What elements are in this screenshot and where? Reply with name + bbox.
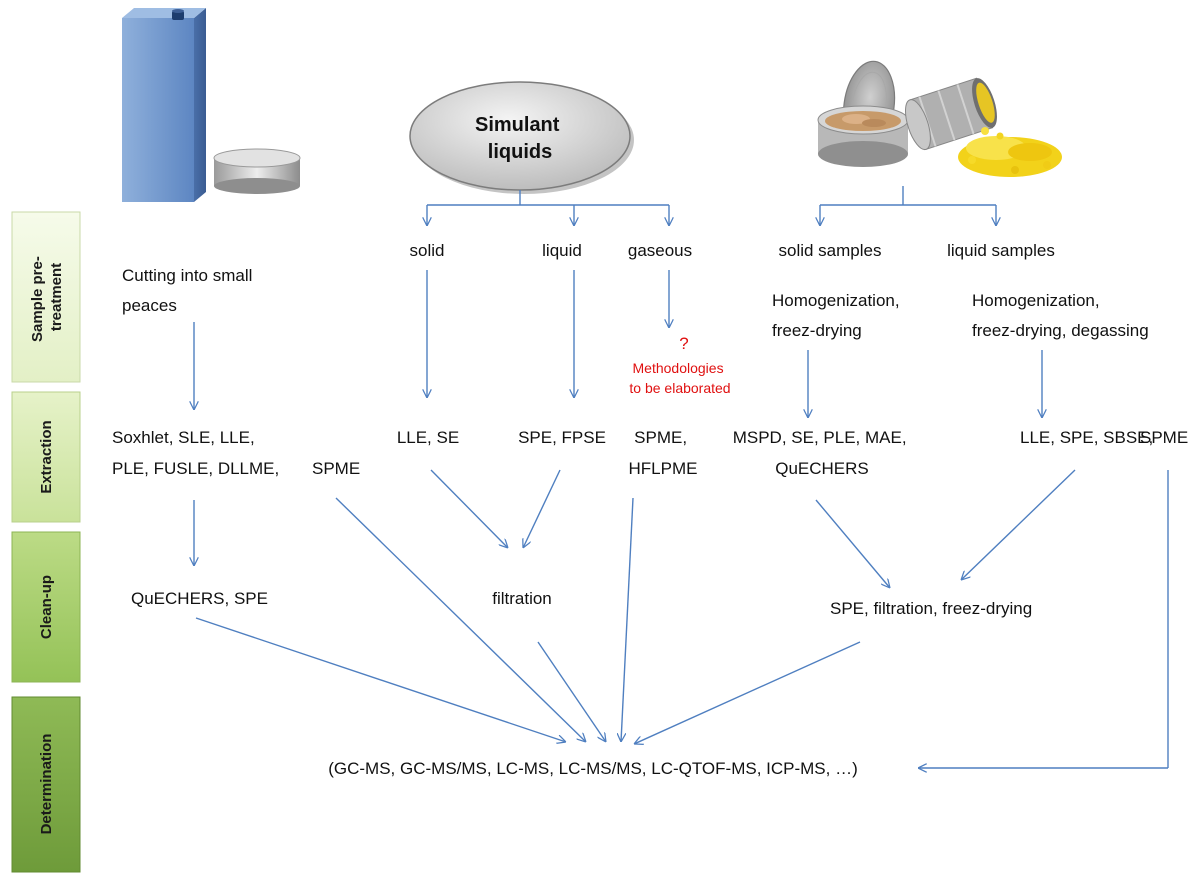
stage-pretreatment-label: Sample pre- treatment bbox=[29, 252, 65, 342]
packaging-material-illustration bbox=[122, 8, 301, 202]
arrow bbox=[523, 469, 561, 548]
stage-determination-label: Determination bbox=[38, 734, 55, 835]
stage-pretreatment: Sample pre- treatment bbox=[11, 211, 81, 383]
right-extraction-liquid-text: LLE, SPE, SBSE, bbox=[1020, 428, 1153, 447]
middle-extraction-solid-text: LLE, SE bbox=[397, 428, 459, 447]
stage-cleanup-label: Clean-up bbox=[38, 575, 55, 639]
arrow bbox=[815, 499, 890, 588]
arrow bbox=[621, 497, 634, 742]
determination-methods-text: (GC-MS, GC-MS/MS, LC-MS, LC-MS/MS, LC-QT… bbox=[328, 759, 858, 778]
right-pretreatment-solid-text: Homogenization, freez-drying bbox=[772, 291, 904, 340]
arrow bbox=[537, 641, 606, 742]
middle-cleanup-text: filtration bbox=[492, 589, 552, 608]
right-pretreatment-liquid-text: Homogenization, freez-drying, degassing bbox=[972, 291, 1149, 340]
methodologies-note: Methodologies to be elaborated bbox=[629, 360, 730, 396]
left-pretreatment-text: Cutting into small peaces bbox=[122, 266, 257, 315]
stage-extraction: Extraction bbox=[11, 391, 81, 523]
left-extraction-text: Soxhlet, SLE, LLE, PLE, FUSLE, DLLME, bbox=[112, 428, 279, 478]
arrow bbox=[430, 469, 508, 548]
question-mark: ? bbox=[679, 334, 688, 353]
arrow bbox=[335, 497, 586, 742]
arrow bbox=[195, 617, 566, 742]
left-spme-text: SPME bbox=[312, 459, 360, 478]
stage-determination: Determination bbox=[11, 696, 81, 873]
arrow bbox=[961, 469, 1076, 580]
right-spme-text: SPME bbox=[1140, 428, 1188, 447]
right-extraction-solid-text: MSPD, SE, PLE, MAE, QuECHERS bbox=[733, 428, 912, 478]
right-cleanup-text: SPE, filtration, freez-drying bbox=[830, 599, 1032, 618]
simulant-liquids-node: Simulant liquids bbox=[409, 81, 634, 194]
middle-liquid-label: liquid bbox=[542, 241, 582, 260]
left-cleanup-text: QuECHERS, SPE bbox=[131, 589, 268, 608]
right-liquid-samples-label: liquid samples bbox=[947, 241, 1055, 260]
right-solid-samples-label: solid samples bbox=[779, 241, 882, 260]
connectors bbox=[194, 186, 1169, 768]
middle-extraction-gaseous-text: SPME, HFLPME bbox=[629, 428, 698, 478]
arrow bbox=[634, 641, 861, 744]
canned-food-illustration bbox=[817, 60, 1062, 177]
stage-cleanup: Clean-up bbox=[11, 531, 81, 683]
middle-solid-label: solid bbox=[410, 241, 445, 260]
simulant-liquids-label: Simulant liquids bbox=[475, 114, 565, 163]
stage-extraction-label: Extraction bbox=[38, 420, 55, 493]
middle-extraction-liquid-text: SPE, FPSE bbox=[518, 428, 606, 447]
middle-gaseous-label: gaseous bbox=[628, 241, 692, 260]
